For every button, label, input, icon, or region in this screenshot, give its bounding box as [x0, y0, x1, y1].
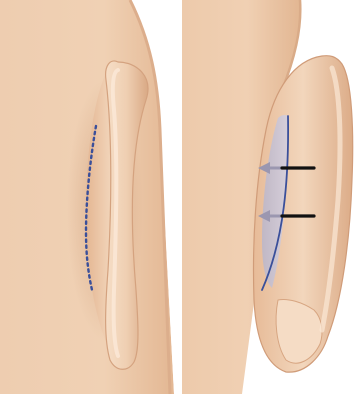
panel-after	[182, 0, 356, 394]
panel-before-drawing	[0, 0, 174, 394]
panel-before	[0, 0, 174, 394]
panel-after-drawing	[182, 0, 356, 394]
